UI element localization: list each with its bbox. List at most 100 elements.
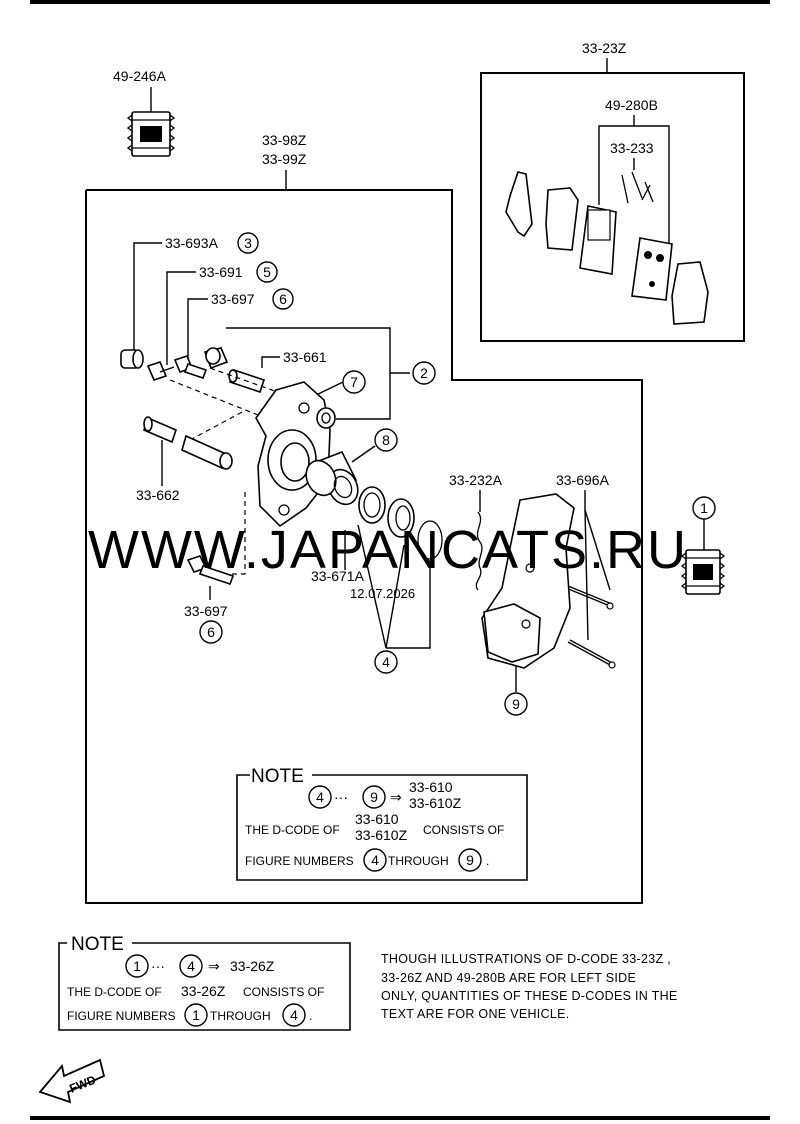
o-ring-icon bbox=[417, 520, 443, 560]
caliper-bracket-icon bbox=[481, 493, 575, 669]
inner-note-text2-mid: THROUGH bbox=[388, 854, 449, 868]
label-33-662: 33-662 bbox=[136, 487, 180, 503]
side-note-line-4: TEXT ARE FOR ONE VEHICLE. bbox=[381, 1007, 570, 1021]
outer-note-to-circle: 4 bbox=[179, 954, 203, 978]
grease-packet-1-icon bbox=[680, 549, 726, 595]
svg-text:4: 4 bbox=[316, 789, 324, 805]
inner-note-code-a-2: 33-610 bbox=[355, 811, 399, 827]
inner-note-text1-end: CONSISTS OF bbox=[423, 823, 504, 837]
svg-text:6: 6 bbox=[279, 291, 287, 307]
outer-note-text1-end: CONSISTS OF bbox=[243, 985, 324, 999]
outer-note-title: NOTE bbox=[71, 934, 124, 955]
svg-text:5: 5 bbox=[263, 264, 271, 280]
top-rule bbox=[30, 0, 770, 4]
svg-text:4: 4 bbox=[290, 1007, 298, 1023]
outer-note-ellipsis: ··· bbox=[151, 958, 165, 974]
label-49-280B: 49-280B bbox=[605, 97, 658, 113]
callout-2: 2 bbox=[412, 361, 436, 385]
svg-text:2: 2 bbox=[420, 365, 428, 381]
bottom-rule bbox=[30, 1116, 770, 1120]
svg-text:4: 4 bbox=[187, 958, 195, 974]
svg-text:7: 7 bbox=[350, 374, 358, 390]
inner-note-code-a: 33-610 bbox=[409, 779, 453, 795]
svg-text:8: 8 bbox=[382, 432, 390, 448]
anti-rattle-spring-icon bbox=[475, 511, 483, 591]
svg-text:1: 1 bbox=[192, 1007, 200, 1023]
side-note-line-2: 33-26Z AND 49-280B ARE FOR LEFT SIDE bbox=[381, 971, 636, 985]
label-33-691: 33-691 bbox=[199, 264, 243, 280]
inner-note-to-circle-2: 9 bbox=[458, 848, 482, 872]
label-33-671A: 33-671A bbox=[311, 568, 365, 584]
retaining-pin-icon bbox=[565, 585, 616, 669]
outer-note-box bbox=[58, 942, 351, 1031]
label-33-99Z: 33-99Z bbox=[262, 151, 307, 167]
label-49-246A: 49-246A bbox=[113, 68, 167, 84]
piston-seal-icon bbox=[387, 498, 415, 538]
dust-seal-icon bbox=[358, 486, 386, 524]
grease-packet-icon bbox=[126, 111, 176, 157]
inner-note-box bbox=[236, 774, 528, 881]
svg-text:4: 4 bbox=[371, 852, 379, 868]
callout-5: 5 bbox=[256, 261, 278, 283]
label-33-697-bottom: 33-697 bbox=[184, 603, 228, 619]
outer-note-code-2: 33-26Z bbox=[181, 983, 226, 999]
inner-note-from-circle-2: 4 bbox=[363, 848, 387, 872]
svg-text:9: 9 bbox=[466, 852, 474, 868]
caliper-assembly-box bbox=[85, 189, 643, 904]
inner-note-title: NOTE bbox=[251, 766, 304, 787]
inner-note-to-circle: 9 bbox=[362, 785, 386, 809]
inner-note-code-b-2: 33-610Z bbox=[355, 827, 408, 843]
callout-1: 1 bbox=[692, 496, 716, 520]
svg-text:6: 6 bbox=[207, 624, 215, 640]
svg-text:1: 1 bbox=[700, 500, 708, 516]
outer-note-to-circle-2: 4 bbox=[282, 1003, 306, 1027]
outer-note-text2: FIGURE NUMBERS bbox=[67, 1009, 176, 1023]
outer-note-from-circle-2: 1 bbox=[184, 1003, 208, 1027]
pin-boot-icon bbox=[181, 434, 233, 470]
label-33-232A: 33-232A bbox=[449, 472, 503, 488]
callout-9: 9 bbox=[504, 692, 528, 716]
svg-text:9: 9 bbox=[370, 789, 378, 805]
outer-note-text1: THE D-CODE OF bbox=[67, 985, 162, 999]
boot-cap-icon bbox=[203, 347, 229, 370]
inner-note-text1: THE D-CODE OF bbox=[245, 823, 340, 837]
inner-note-text2: FIGURE NUMBERS bbox=[245, 854, 354, 868]
label-33-661: 33-661 bbox=[283, 349, 327, 365]
inner-note-ellipsis: ··· bbox=[334, 789, 348, 805]
callout-8: 8 bbox=[374, 428, 398, 452]
fwd-arrow-icon: FWD bbox=[38, 1058, 106, 1104]
outer-note-arrow: ⇒ bbox=[208, 958, 220, 974]
label-33-696A: 33-696A bbox=[556, 472, 610, 488]
svg-text:3: 3 bbox=[244, 235, 252, 251]
outer-note-from-circle: 1 bbox=[125, 954, 149, 978]
callout-4: 4 bbox=[374, 650, 398, 674]
callout-3: 3 bbox=[237, 232, 259, 254]
guide-bolt-top-icon bbox=[173, 355, 208, 380]
watermark-text: WWW.JAPANCATS.RU bbox=[88, 520, 688, 580]
bleeder-screw-icon bbox=[146, 361, 175, 381]
outer-note-text2-end: . bbox=[309, 1009, 312, 1023]
svg-text:4: 4 bbox=[382, 654, 390, 670]
brake-pad-set-icon bbox=[505, 171, 709, 325]
callout-6-top: 6 bbox=[272, 288, 294, 310]
dust-cap-icon bbox=[120, 349, 144, 369]
side-note-line-3: ONLY, QUANTITIES OF THESE D-CODES IN THE bbox=[381, 989, 678, 1003]
svg-text:1: 1 bbox=[133, 958, 141, 974]
outer-note-text2-mid: THROUGH bbox=[210, 1009, 271, 1023]
boot-cap-7-icon bbox=[316, 407, 336, 429]
label-33-693A: 33-693A bbox=[165, 235, 219, 251]
callout-7: 7 bbox=[342, 370, 366, 394]
inner-note-arrow: ⇒ bbox=[390, 789, 402, 805]
guide-pin-662-icon bbox=[143, 416, 177, 444]
label-33-23Z: 33-23Z bbox=[582, 40, 627, 56]
watermark-date: 12.07.2026 bbox=[350, 586, 415, 601]
label-33-697-top: 33-697 bbox=[211, 291, 255, 307]
outer-note-code: 33-26Z bbox=[230, 958, 275, 974]
caliper-body-icon bbox=[255, 381, 331, 528]
label-33-233: 33-233 bbox=[610, 140, 654, 156]
mounting-bolt-icon bbox=[186, 555, 235, 586]
callout-6-bottom: 6 bbox=[199, 620, 223, 644]
label-33-98Z: 33-98Z bbox=[262, 132, 307, 148]
